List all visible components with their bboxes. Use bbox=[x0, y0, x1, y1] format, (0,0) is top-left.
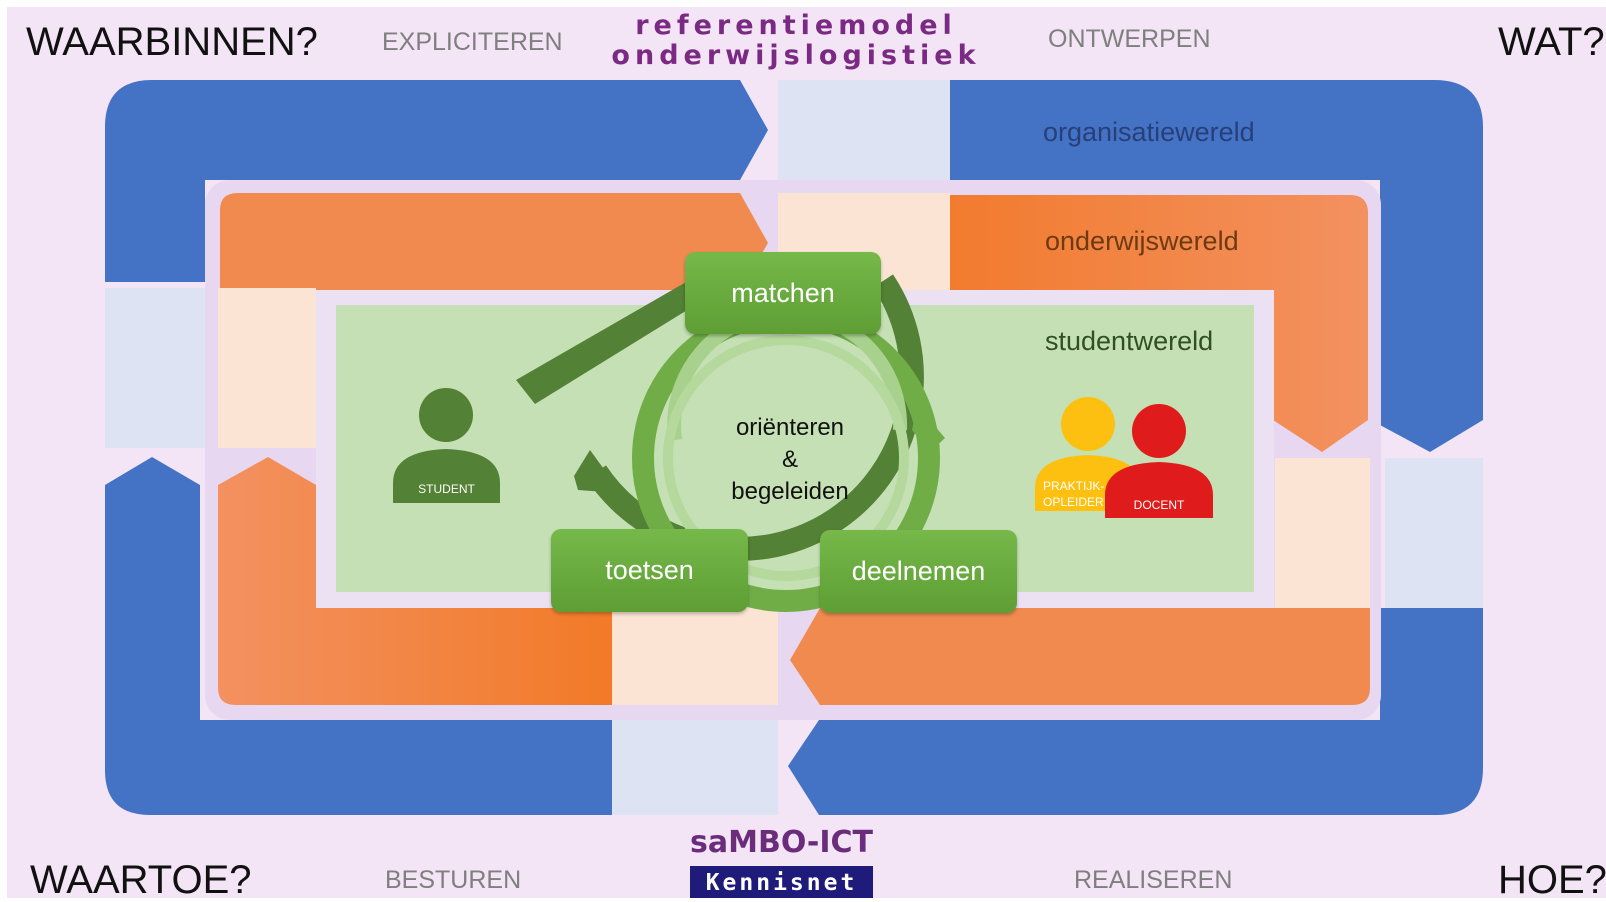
gap-left-blue bbox=[105, 288, 205, 448]
praktijkopleider-label-line-2: OPLEIDER bbox=[1043, 495, 1104, 509]
phase-label-top-right: ONTWERPEN bbox=[1048, 25, 1211, 53]
docent-label: DOCENT bbox=[1133, 498, 1185, 512]
title-line-1: referentiemodel bbox=[635, 10, 957, 41]
corner-question-top-right: WAT? bbox=[1498, 20, 1605, 64]
world-label-organisatie: organisatiewereld bbox=[1043, 117, 1255, 147]
phase-label-bottom-right: REALISEREN bbox=[1074, 866, 1233, 894]
cycle-inner-ring bbox=[663, 335, 909, 581]
onderwijs-band bbox=[218, 193, 1370, 705]
cycle-middle-arrowhead bbox=[912, 405, 945, 452]
gap-overlays bbox=[105, 80, 1483, 815]
cycle-step-toetsen: toetsen bbox=[551, 529, 748, 612]
cycle-center-line-1: oriënteren bbox=[735, 414, 845, 441]
gap-bottom-blue bbox=[612, 720, 778, 815]
onderwijs-arrow-bottom-left bbox=[218, 457, 612, 705]
cycle-student-connector bbox=[516, 274, 710, 404]
organisatie-arrow-top-left bbox=[105, 80, 768, 282]
title-line-2: onderwijslogistiek bbox=[611, 40, 981, 71]
corner-question-bottom-left: WAARTOE? bbox=[30, 858, 252, 902]
organisatie-arrow-bottom-left bbox=[105, 457, 612, 815]
phase-label-bottom-left: BESTUREN bbox=[385, 866, 522, 894]
corner-question-bottom-right: HOE? bbox=[1498, 858, 1606, 902]
cycle-center-line-2: & bbox=[781, 446, 798, 473]
onderwijs-arrow-bottom-right bbox=[790, 608, 1370, 705]
cycle-step-matchen: matchen bbox=[685, 252, 881, 334]
docent-person-icon bbox=[1105, 404, 1213, 518]
world-label-student: studentwereld bbox=[1045, 326, 1214, 356]
phase-label-top-left: EXPLICITEREN bbox=[382, 28, 563, 56]
docent-body bbox=[1105, 462, 1213, 518]
world-label-onderwijs: onderwijswereld bbox=[1045, 226, 1239, 256]
gap-left-orange bbox=[218, 288, 316, 448]
kennisnet-logo: Kennisnet bbox=[690, 866, 873, 898]
cycle-step-deelnemen: deelnemen bbox=[820, 530, 1017, 613]
gap-right-blue bbox=[1385, 458, 1483, 608]
organisatie-arrow-bottom-right bbox=[788, 608, 1483, 815]
student-body bbox=[393, 449, 500, 503]
gap-right-orange bbox=[1275, 458, 1370, 608]
corner-question-top-left: WAARBINNEN? bbox=[26, 20, 318, 64]
praktijkopleider-head bbox=[1061, 397, 1115, 451]
organisatie-band bbox=[105, 80, 1483, 815]
organisatie-arrow-top-right bbox=[950, 80, 1483, 452]
student-label: STUDENT bbox=[418, 482, 475, 496]
student-head bbox=[419, 388, 473, 442]
sambo-ict-logo: saMBO-ICT bbox=[690, 825, 873, 860]
docent-head bbox=[1132, 404, 1186, 458]
gap-top-blue bbox=[778, 80, 950, 180]
praktijkopleider-label-line-1: PRAKTIJK- bbox=[1043, 479, 1105, 493]
cycle-center-line-3: begeleiden bbox=[731, 478, 849, 505]
onderwijs-arrow-top-left bbox=[220, 193, 768, 290]
onderwijs-arrow-top-right bbox=[950, 195, 1368, 452]
student-person-icon bbox=[393, 388, 500, 503]
cycle-outer-arrowhead bbox=[574, 450, 606, 492]
gap-bottom-orange bbox=[612, 608, 778, 705]
